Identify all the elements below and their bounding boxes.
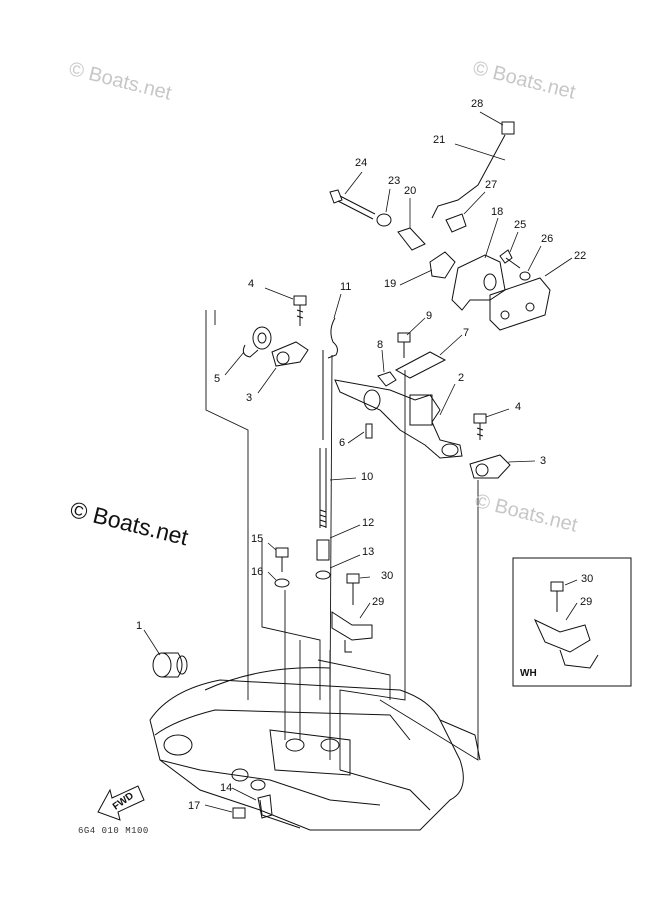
part-10-shift-rod — [319, 448, 327, 528]
callout-15: 15 — [251, 533, 264, 545]
callout-5: 5 — [214, 373, 221, 385]
callout-1: 1 — [136, 620, 143, 632]
part-8-nut — [377, 371, 397, 387]
part-24-bolt — [329, 189, 376, 220]
callout-23: 23 — [388, 175, 401, 187]
callout-18: 18 — [491, 206, 504, 218]
part-5-collar — [242, 326, 272, 358]
diagram-code: 6G4 010 M100 — [78, 826, 149, 836]
callout-12: 12 — [362, 517, 375, 529]
part-13-nut — [315, 570, 331, 580]
callout-4-right: 4 — [515, 401, 522, 413]
callout-4-upper: 4 — [248, 278, 255, 290]
part-2-shift-lever — [334, 379, 463, 459]
callout-6: 6 — [339, 437, 346, 449]
part-4-bolt-upper — [293, 295, 307, 326]
part-9-bolt — [397, 332, 411, 358]
inset-label: WH — [520, 668, 537, 679]
callout-28: 28 — [471, 98, 484, 110]
part-30-bolt — [346, 573, 360, 605]
part-22-bracket — [489, 277, 551, 331]
part-3-clip-upper — [271, 341, 309, 367]
callout-25: 25 — [514, 219, 527, 231]
part-12-collar — [316, 539, 330, 561]
part-4-bolt-right — [473, 413, 487, 440]
part-15-bolt — [275, 547, 289, 572]
part-6-pin — [365, 423, 373, 439]
part-16-washer — [274, 578, 290, 588]
part-19-lever — [429, 251, 456, 279]
part-27-clip — [445, 213, 467, 233]
callout-22: 22 — [574, 250, 587, 262]
callout-9: 9 — [426, 310, 433, 322]
inset-box — [512, 557, 632, 687]
callout-27: 27 — [485, 179, 498, 191]
callout-7: 7 — [463, 327, 470, 339]
callout-13: 13 — [362, 546, 375, 558]
callout-30-main: 30 — [381, 570, 394, 582]
part-3-clip-right — [469, 454, 511, 479]
assembly-lines — [205, 310, 479, 770]
callout-10: 10 — [361, 471, 374, 483]
part-17-connector — [232, 807, 246, 819]
part-18-cam-housing — [451, 254, 506, 311]
part-25-bolt — [499, 249, 521, 269]
callout-26: 26 — [541, 233, 554, 245]
part-23-washer — [376, 213, 392, 227]
part-21-link-rod — [431, 134, 506, 219]
part-26-washer — [519, 271, 531, 281]
part-14-clip — [257, 794, 273, 819]
callout-19: 19 — [384, 278, 397, 290]
part-20-sleeve — [397, 227, 426, 251]
leader-lines — [143, 111, 578, 813]
callout-20: 20 — [404, 185, 417, 197]
callout-11: 11 — [340, 281, 352, 293]
callout-17: 17 — [188, 800, 201, 812]
part-11-spring-clip — [327, 317, 338, 359]
part-7-plate — [394, 351, 447, 379]
callout-29-inset: 29 — [580, 596, 593, 608]
callout-24: 24 — [355, 157, 368, 169]
fwd-arrow-icon — [97, 785, 145, 821]
callout-3-upper: 3 — [246, 392, 253, 404]
callout-8: 8 — [377, 339, 384, 351]
part-29-bracket — [331, 611, 373, 653]
callout-14: 14 — [220, 782, 233, 794]
callout-16: 16 — [251, 566, 264, 578]
callout-21: 21 — [433, 134, 446, 146]
bracket-base — [149, 667, 481, 831]
callout-29-main: 29 — [372, 596, 385, 608]
callout-30-inset: 30 — [581, 573, 594, 585]
callout-2: 2 — [458, 372, 465, 384]
callout-3-right: 3 — [540, 455, 547, 467]
part-28-cap — [501, 121, 515, 135]
part-1-grommet — [152, 652, 188, 678]
